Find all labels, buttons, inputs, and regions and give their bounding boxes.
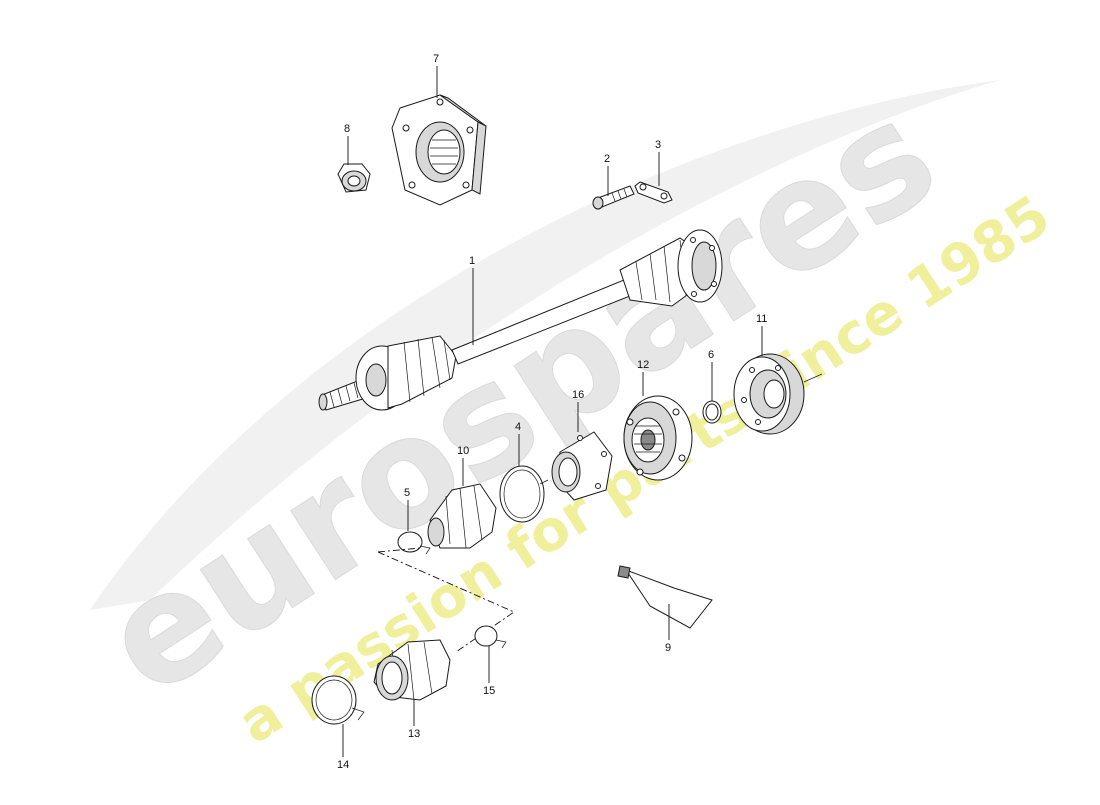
flange-part (391, 94, 487, 206)
svg-text:15: 15 (483, 685, 495, 697)
svg-text:6: 6 (708, 349, 714, 361)
lock-plate-part (634, 181, 673, 204)
callouts: 7 8 2 3 1 11 6 12 (337, 53, 767, 771)
nut-part (337, 163, 371, 193)
callout-5[interactable]: 5 (404, 487, 410, 531)
circlip-part (499, 465, 549, 523)
bolt-part (592, 185, 635, 210)
callout-9[interactable]: 9 (665, 604, 671, 654)
callout-6[interactable]: 6 (708, 349, 714, 401)
watermark: eurospares a passion for parts since 198… (74, 67, 1061, 757)
svg-text:1: 1 (469, 255, 475, 267)
callout-12[interactable]: 12 (637, 359, 649, 396)
grease-tube-part (617, 565, 713, 629)
callout-3[interactable]: 3 (655, 139, 661, 186)
svg-text:16: 16 (572, 389, 584, 401)
svg-text:14: 14 (337, 759, 349, 771)
callout-4[interactable]: 4 (515, 421, 521, 466)
snap-ring-part (702, 400, 722, 424)
hose-clamp-large-part (311, 675, 365, 725)
svg-text:11: 11 (756, 313, 767, 325)
callout-15[interactable]: 15 (483, 646, 495, 697)
cv-joint-part (623, 395, 693, 481)
dust-cover-part (551, 431, 613, 501)
callout-8[interactable]: 8 (344, 123, 350, 165)
cover-cap-part (733, 353, 823, 435)
callout-1[interactable]: 1 (469, 255, 475, 345)
svg-text:8: 8 (344, 123, 350, 135)
svg-text:10: 10 (457, 445, 469, 457)
hose-clamp-small-part (397, 531, 431, 555)
hose-clamp-small-outer-part (474, 625, 507, 649)
svg-text:2: 2 (604, 153, 610, 165)
callout-10[interactable]: 10 (457, 445, 469, 486)
svg-text:12: 12 (637, 359, 649, 371)
boot-part (427, 483, 497, 549)
callout-13[interactable]: 13 (408, 700, 420, 740)
svg-text:3: 3 (655, 139, 661, 151)
watermark-brand: eurospares (75, 68, 965, 730)
svg-text:9: 9 (665, 642, 671, 654)
callout-16[interactable]: 16 (572, 389, 584, 432)
callout-7[interactable]: 7 (433, 53, 439, 98)
svg-text:13: 13 (408, 728, 420, 740)
boot-outer-part (373, 639, 451, 701)
svg-text:7: 7 (433, 53, 439, 65)
svg-text:5: 5 (404, 487, 410, 499)
callout-14[interactable]: 14 (337, 724, 349, 771)
drive-shaft-part (318, 229, 723, 411)
watermark-swoosh (90, 80, 1000, 610)
callout-11[interactable]: 11 (756, 313, 767, 356)
svg-text:4: 4 (515, 421, 521, 433)
callout-2[interactable]: 2 (604, 153, 610, 196)
